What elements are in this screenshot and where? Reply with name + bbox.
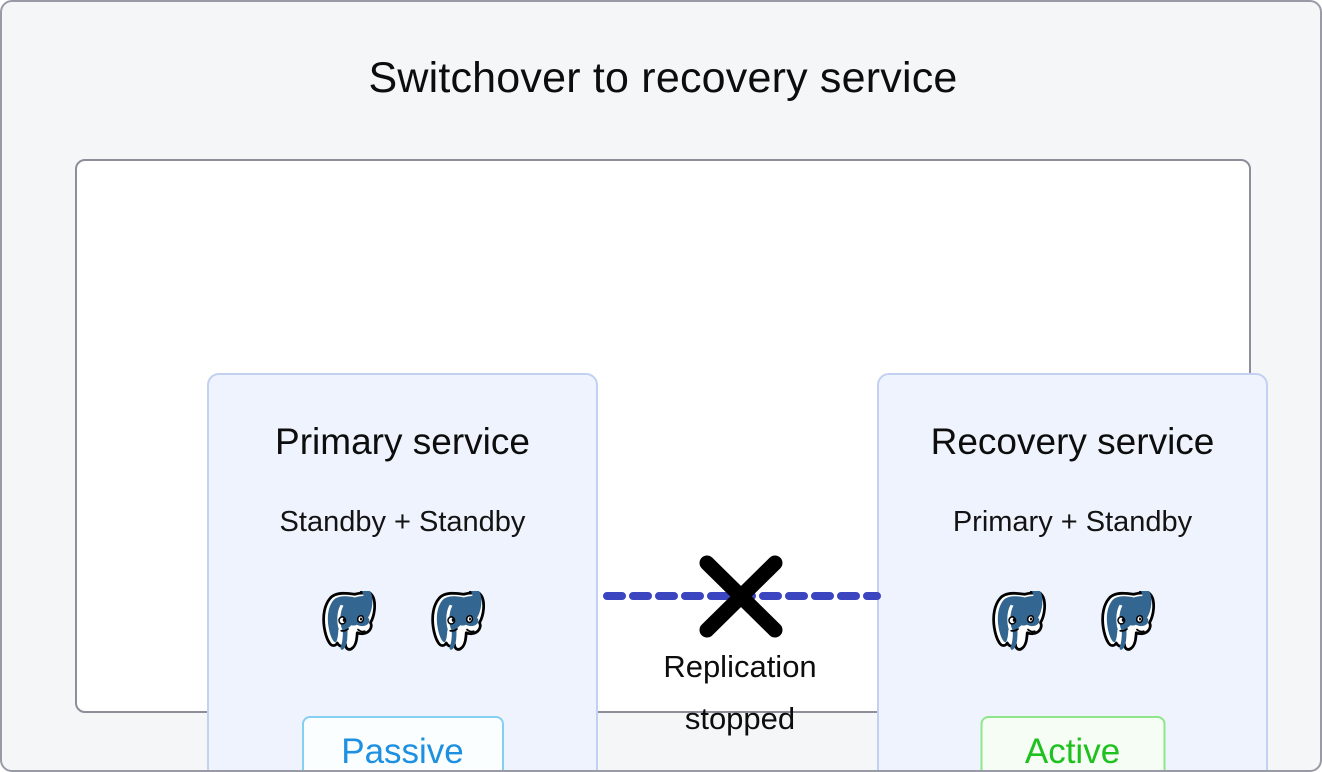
replication-label-line2: stopped [684,701,796,736]
service-card-title: Primary service [275,421,530,462]
replication-link [603,555,881,638]
page-title: Switchover to recovery service [368,54,958,102]
database-node-row [879,591,1266,657]
replication-label-line1: Replication [663,649,817,684]
service-card-subtitle: Primary + Standby [952,506,1193,538]
postgresql-elephant-icon [1095,591,1159,657]
diagram-frame: Primary service Standby + Standby [75,159,1268,770]
service-card-primary: Primary service Standby + Standby [207,373,598,770]
service-card-title: Recovery service [930,421,1215,462]
postgresql-elephant-icon [425,591,489,657]
postgresql-elephant-icon [316,591,380,657]
replication-status-label: Replication stopped [598,641,882,745]
database-node-row [209,591,596,657]
service-card-recovery: Recovery service Primary + Standby [877,373,1268,770]
cross-icon [699,555,783,638]
status-badge-active[interactable]: Active [980,716,1165,770]
service-card-subtitle: Standby + Standby [279,506,526,538]
postgresql-elephant-icon [986,591,1050,657]
status-badge-passive[interactable]: Passive [301,716,504,770]
